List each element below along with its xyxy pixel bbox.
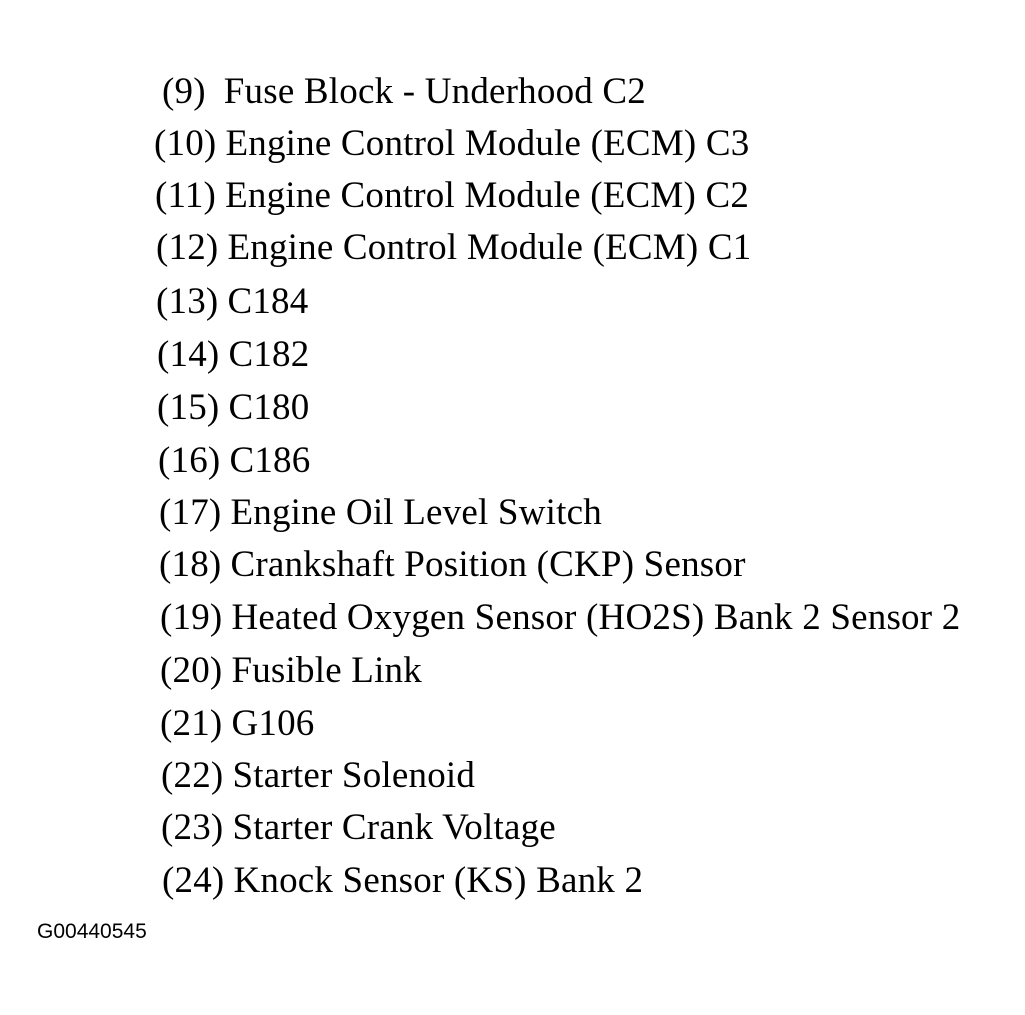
legend-item: (17)Engine Oil Level Switch	[159, 491, 602, 535]
legend-item-label: C186	[229, 440, 311, 481]
legend-item: (18)Crankshaft Position (CKP) Sensor	[159, 543, 746, 587]
legend-item-number: (14)	[157, 334, 220, 375]
legend-item: (19)Heated Oxygen Sensor (HO2S) Bank 2 S…	[160, 596, 960, 640]
legend-item: (21)G106	[160, 702, 314, 746]
legend-item: (20)Fusible Link	[160, 649, 422, 693]
legend-item: (9) Fuse Block - Underhood C2	[162, 70, 646, 114]
legend-item-number: (11)	[155, 175, 217, 216]
legend-item-label: C182	[228, 334, 310, 375]
legend-item-number: (17)	[159, 492, 222, 533]
legend-item: (12)Engine Control Module (ECM) C1	[156, 226, 751, 270]
legend-item-label: Engine Control Module (ECM) C1	[227, 227, 752, 268]
legend-item-label: Starter Solenoid	[232, 755, 476, 796]
legend-item-number: (19)	[160, 597, 223, 638]
legend-item: (23)Starter Crank Voltage	[161, 806, 556, 850]
legend-item-label: Heated Oxygen Sensor (HO2S) Bank 2 Senso…	[231, 597, 961, 638]
legend-item-label: C184	[227, 281, 309, 322]
legend-item-number: (12)	[156, 227, 219, 268]
legend-item-number: (22)	[161, 755, 224, 796]
legend-item: (10)Engine Control Module (ECM) C3	[154, 122, 749, 166]
legend-item-label: G106	[231, 703, 315, 744]
legend-item-label: Engine Control Module (ECM) C3	[225, 123, 750, 164]
legend-item-label: Fuse Block - Underhood C2	[223, 71, 646, 112]
legend-item-number: (15)	[157, 387, 220, 428]
legend-item-number: (23)	[161, 807, 224, 848]
legend-item-label: Starter Crank Voltage	[232, 807, 556, 848]
legend-item-label: C180	[228, 387, 310, 428]
legend-item: (15)C180	[157, 386, 309, 430]
legend-item-label: Engine Oil Level Switch	[230, 492, 602, 533]
legend-item: (24)Knock Sensor (KS) Bank 2	[162, 859, 643, 903]
legend-item-number: (10)	[154, 123, 217, 164]
legend-item: (13)C184	[156, 280, 308, 324]
legend-item-number: (21)	[160, 703, 223, 744]
legend-item: (14)C182	[157, 333, 309, 377]
legend-item: (22)Starter Solenoid	[161, 754, 475, 798]
legend-item-label: Crankshaft Position (CKP) Sensor	[230, 544, 746, 585]
legend-item: (16)C186	[158, 439, 310, 483]
legend-item-label: Knock Sensor (KS) Bank 2	[233, 860, 644, 901]
legend-item-number: (9)	[162, 71, 206, 112]
legend-item-number: (16)	[158, 440, 221, 481]
legend-item-number: (13)	[156, 281, 219, 322]
legend-item-label: Fusible Link	[231, 650, 422, 691]
legend-item: (11)Engine Control Module (ECM) C2	[155, 174, 749, 218]
legend-item-label: Engine Control Module (ECM) C2	[225, 175, 750, 216]
figure-id: G00440545	[37, 920, 147, 943]
legend-item-number: (24)	[162, 860, 225, 901]
legend-item-number: (20)	[160, 650, 223, 691]
legend-item-number: (18)	[159, 544, 222, 585]
